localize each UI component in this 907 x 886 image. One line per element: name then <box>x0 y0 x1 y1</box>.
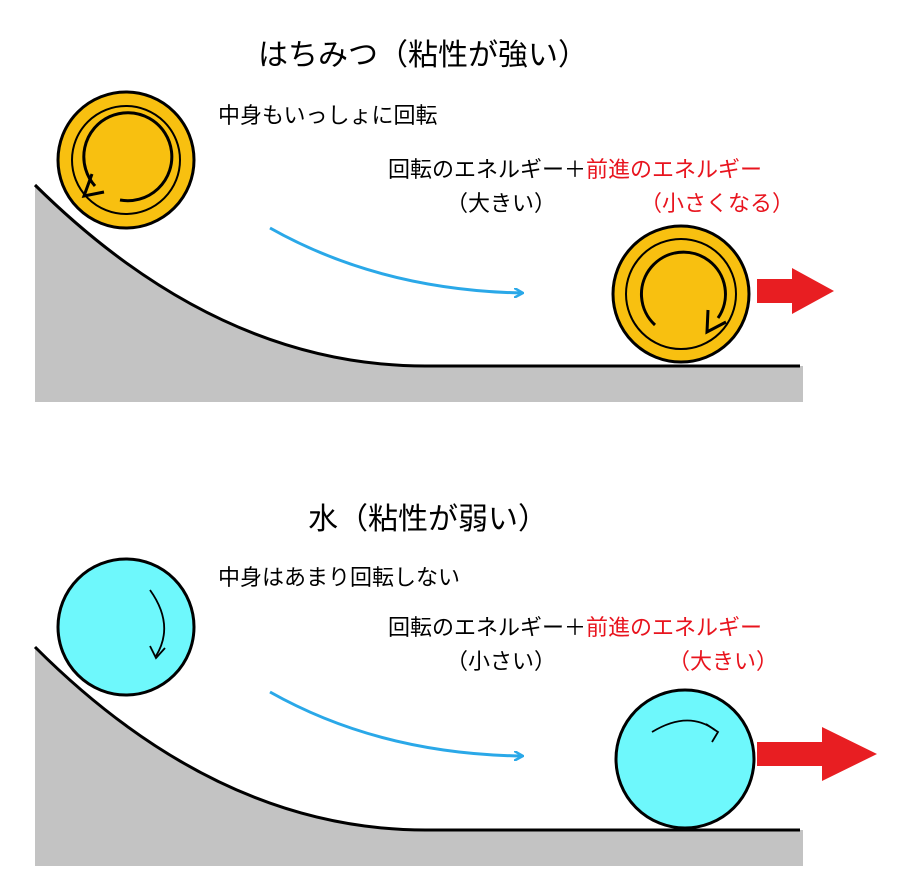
water-fwd-size: （大きい） <box>668 650 779 675</box>
honey-ball-slope <box>56 90 196 230</box>
water-fwd-energy-label: 前進のエネルギー <box>586 616 763 641</box>
honey-fwd-size: （小さくなる） <box>640 192 795 217</box>
honey-forward-arrow-icon <box>757 268 834 314</box>
water-energy-line: 回転のエネルギー＋前進のエネルギー <box>388 610 762 642</box>
honey-ramp-surface <box>33 183 800 368</box>
honey-motion-arrow-icon <box>269 226 522 293</box>
honey-energy-line: 回転のエネルギー＋前進のエネルギー <box>388 152 762 184</box>
small-spin-arrow-icon <box>149 589 166 657</box>
honey-inner-note: 中身もいっしょに回転 <box>218 104 438 129</box>
water-scene <box>33 557 877 866</box>
honey-scene <box>33 90 834 402</box>
honey-rot-energy-label: 回転のエネルギー＋ <box>388 158 587 183</box>
water-ball-slope <box>56 557 196 697</box>
water-ball-floor <box>614 688 756 830</box>
water-title: 水（粘性が弱い） <box>308 502 548 537</box>
honey-title: はちみつ（粘性が強い） <box>258 38 588 73</box>
honey-rot-size: （大きい） <box>446 192 557 217</box>
water-forward-arrow-icon <box>757 727 877 781</box>
honey-ramp <box>35 185 803 402</box>
water-rot-size: （小さい） <box>446 650 557 675</box>
water-ramp <box>35 647 803 866</box>
honey-fwd-energy-label: 前進のエネルギー <box>586 158 763 183</box>
honey-ball-floor <box>611 224 751 364</box>
water-motion-arrow-icon <box>269 690 522 756</box>
spin-arrow-icon <box>82 111 174 203</box>
spin-arrow-icon-2 <box>640 250 727 327</box>
water-ramp-surface <box>33 645 800 832</box>
water-inner-note: 中身はあまり回転しない <box>218 566 461 591</box>
water-rot-energy-label: 回転のエネルギー＋ <box>388 616 587 641</box>
